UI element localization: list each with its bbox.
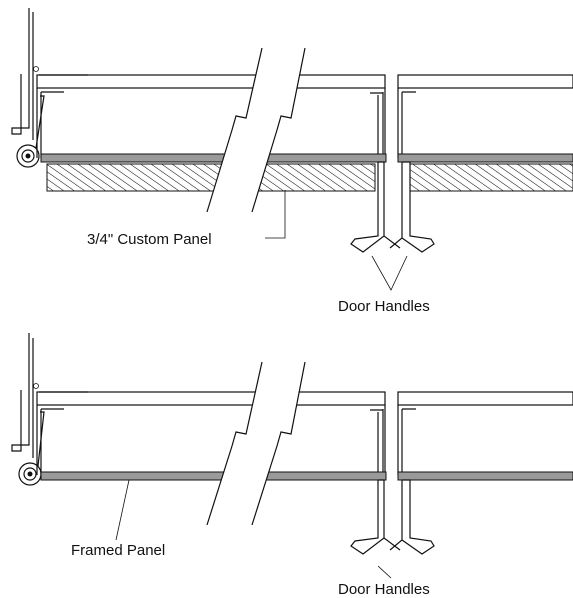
bottom-door-handles — [350, 479, 435, 555]
bottom-right-top-board — [397, 391, 573, 406]
framed-panel-leader — [115, 479, 130, 541]
top-door-handles — [350, 161, 435, 253]
bottom-handles-label: Door Handles — [338, 581, 430, 598]
framed-panel-label: Framed Panel — [71, 542, 165, 559]
top-break-lines — [206, 47, 306, 213]
bottom-hinge-bracket — [11, 333, 45, 486]
top-right-custom-panel — [409, 163, 573, 192]
top-left-custom-panel — [46, 163, 376, 192]
bottom-right-panel-bar — [397, 471, 573, 481]
top-detail: 3/4" Custom Panel Door Handles — [11, 8, 573, 315]
bottom-left-panel-bar — [40, 471, 387, 481]
top-right-top-board — [397, 74, 573, 89]
top-left-panel-bar — [40, 153, 387, 163]
top-handles-label: Door Handles — [338, 298, 430, 315]
top-right-panel-bar — [397, 153, 573, 163]
custom-panel-leader — [265, 190, 286, 239]
top-left-top-board — [36, 74, 386, 89]
bottom-break-lines — [206, 361, 306, 526]
bottom-left-top-board — [36, 391, 386, 406]
bottom-handles-leader — [377, 565, 392, 579]
top-handles-leader — [371, 255, 408, 291]
bottom-detail: Framed Panel Door Handles — [11, 333, 573, 598]
custom-panel-label: 3/4" Custom Panel — [87, 231, 212, 248]
